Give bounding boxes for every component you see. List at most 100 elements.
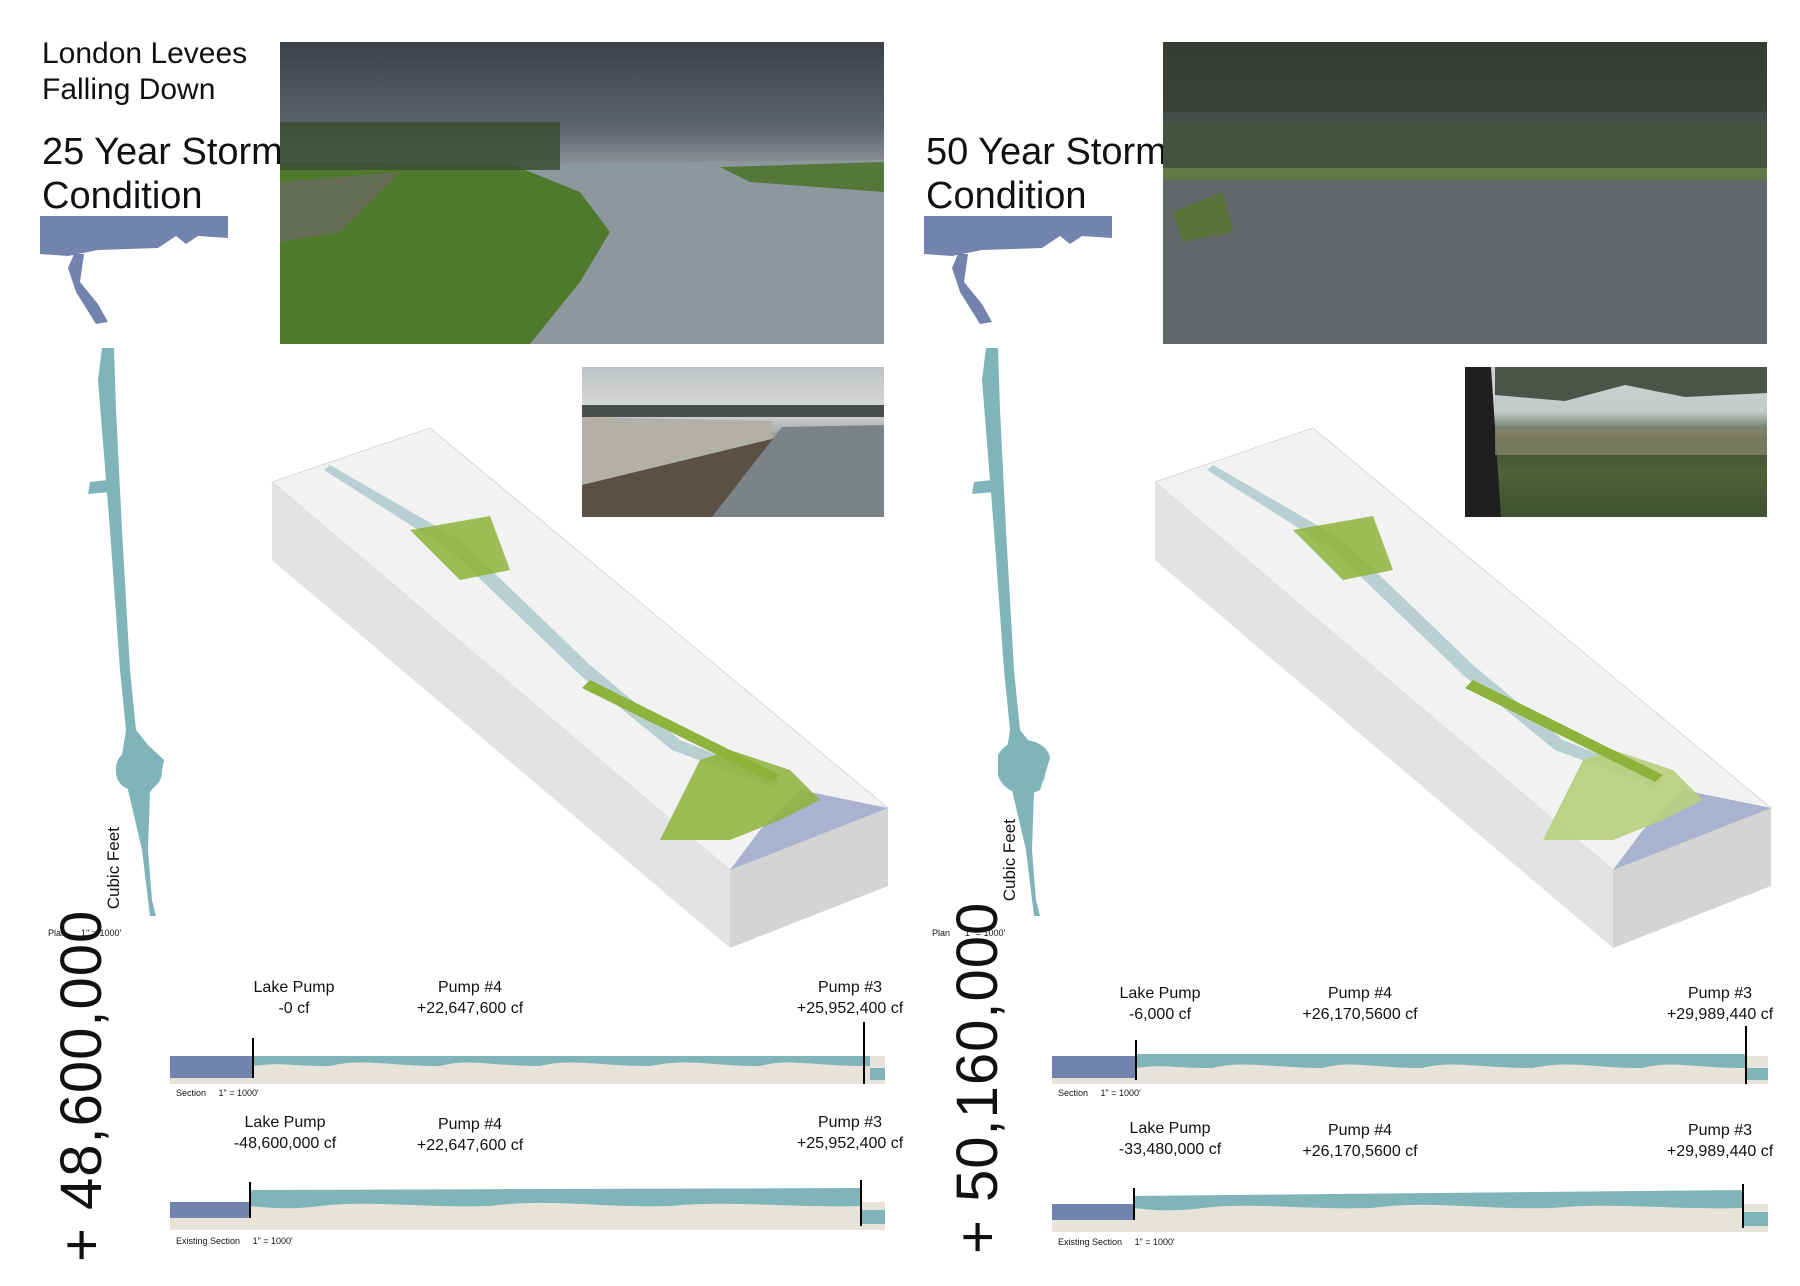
left-plan-label: Plan: [48, 928, 67, 938]
left-existing-photo: [582, 367, 884, 517]
right-existing-photo: [1465, 367, 1767, 517]
left-map-lake: [730, 790, 888, 870]
left-section-caption-text: Section: [176, 1088, 207, 1098]
left-isometric-map: [271, 427, 889, 948]
left-existing-pump4: Pump #4 +22,647,600 cf: [385, 1114, 555, 1156]
left-existing-pump4-value: +22,647,600 cf: [416, 1137, 524, 1154]
left-existing-pump4-label: Pump #4: [437, 1116, 503, 1133]
left-section-pump3-label: Pump #3: [817, 979, 883, 996]
project-title: London Levees Falling Down: [42, 36, 247, 108]
right-existing-lake-pump: Lake Pump -33,480,000 cf: [1080, 1118, 1260, 1160]
left-volume-value: + 48,600,000: [49, 909, 114, 1262]
left-existing-lake-pump: Lake Pump -48,600,000 cf: [200, 1112, 370, 1154]
right-existing-scale: 1" = 1000': [1134, 1237, 1175, 1247]
left-section-pump3: Pump #3 +25,952,400 cf: [770, 977, 930, 1019]
left-section-lake-pump: Lake Pump -0 cf: [224, 977, 364, 1019]
left-map-front-face: [272, 482, 730, 948]
right-section-outfall: [1746, 1068, 1768, 1080]
left-existing-pump3-label: Pump #3: [817, 1114, 883, 1131]
right-section-pump4-value: +26,170,5600 cf: [1302, 1006, 1418, 1023]
left-section-canal: [253, 1056, 870, 1066]
left-plan-scale: 1" = 1000': [81, 928, 122, 938]
right-volume-unit: Cubic Feet: [1000, 819, 1019, 902]
right-plan-pond: [998, 740, 1050, 795]
left-heading-line2: Condition: [42, 175, 203, 217]
right-existing-lake-pump-label: Lake Pump: [1129, 1120, 1211, 1137]
left-section-caption: Section 1" = 1000': [176, 1088, 259, 1098]
left-plan-drawing: [40, 216, 228, 916]
right-isometric-map: [1154, 427, 1772, 948]
left-photo-trees: [280, 122, 560, 170]
left-plan-inlet: [88, 480, 110, 494]
right-section-scale: 1" = 1000': [1100, 1088, 1141, 1098]
right-section-diagram: [1052, 1026, 1768, 1084]
left-existing-scale: 1" = 1000': [252, 1236, 293, 1246]
right-section-lake: [1052, 1056, 1136, 1078]
left-existing-pump3: Pump #3 +25,952,400 cf: [770, 1112, 930, 1154]
right-section-lake-pump-value: -6,000 cf: [1128, 1006, 1192, 1023]
left-photo-canal-water: [712, 425, 884, 517]
left-existing-outfall: [862, 1210, 885, 1224]
left-storm-photo-scene: [280, 122, 884, 344]
right-volume-value: + 50,160,000: [945, 901, 1010, 1254]
left-map-canal: [324, 465, 780, 788]
left-volume-total: + 48,600,000 Cubic Feet: [48, 827, 123, 1262]
left-map-side-face: [730, 808, 888, 948]
right-storm-photo: [1163, 42, 1767, 344]
left-existing-caption-text: Existing Section: [176, 1236, 241, 1246]
left-photo-floodwall: [582, 417, 772, 485]
right-photo-marsh: [1173, 192, 1233, 242]
left-volume-unit: Cubic Feet: [104, 827, 123, 910]
right-plan-label: Plan: [932, 928, 951, 938]
left-map-green-shore: [660, 750, 820, 840]
right-photo-tree-line: [1163, 122, 1767, 172]
left-photo-water: [510, 160, 884, 344]
right-plan-upper-channel: [952, 254, 992, 324]
right-existing-lake-pump-value: -33,480,000 cf: [1118, 1141, 1222, 1158]
right-map-green-shore: [1543, 750, 1703, 840]
right-section-pump3: Pump #3 +29,989,440 cf: [1650, 983, 1790, 1025]
right-existing-canal: [1134, 1190, 1744, 1211]
right-existing-pump4-value: +26,170,5600 cf: [1302, 1143, 1418, 1160]
left-existing-lake-pump-label: Lake Pump: [244, 1114, 326, 1131]
right-map-green-strip: [1465, 680, 1663, 782]
right-section-canal: [1136, 1054, 1746, 1068]
left-photo-bank: [582, 433, 782, 517]
right-section-caption: Section 1" = 1000': [1058, 1088, 1141, 1098]
left-existing-caption: Existing Section 1" = 1000': [176, 1236, 293, 1246]
right-section-pump3-value: +29,989,440 cf: [1666, 1006, 1774, 1023]
left-existing-lake: [170, 1202, 250, 1218]
right-existing-pump4-label: Pump #4: [1327, 1122, 1393, 1139]
right-map-front-face: [1155, 482, 1613, 948]
right-plan-inlet: [972, 480, 994, 494]
right-existing-caption: Existing Section 1" = 1000': [1058, 1237, 1175, 1247]
left-map-green-strip: [582, 680, 780, 782]
left-map-green-corridor: [410, 516, 510, 580]
left-heading-line1: 25 Year Storm: [42, 131, 283, 173]
right-map-lake: [1613, 790, 1771, 870]
left-heading: 25 Year Storm Condition: [42, 130, 283, 218]
left-section-pump3-value: +25,952,400 cf: [796, 1000, 904, 1017]
right-map-canal: [1207, 465, 1663, 788]
left-photo-path: [280, 172, 400, 242]
right-map-green-corridor: [1293, 516, 1393, 580]
left-existing-pump3-value: +25,952,400 cf: [796, 1135, 904, 1152]
left-photo-tree-line: [582, 405, 884, 417]
right-photo-tree-canopy: [1163, 42, 1767, 112]
left-section-diagram: [170, 1022, 885, 1084]
right-existing-pump3-value: +29,989,440 cf: [1666, 1143, 1774, 1160]
right-photo-floodwater: [1163, 180, 1767, 344]
right-heading: 50 Year Storm Condition: [926, 130, 1167, 218]
right-plan-lake: [924, 216, 1112, 256]
right-map-side-face: [1613, 808, 1771, 948]
right-existing-outfall: [1744, 1212, 1768, 1226]
right-plan-caption: Plan 1" = 1000': [932, 928, 1005, 938]
right-volume-total: + 50,160,000 Cubic Feet: [944, 819, 1019, 1254]
right-section-lake-pump: Lake Pump -6,000 cf: [1090, 983, 1230, 1025]
right-section-lake-pump-label: Lake Pump: [1119, 985, 1201, 1002]
right-section-pump4: Pump #4 +26,170,5600 cf: [1270, 983, 1450, 1025]
right-plan-drawing: [924, 216, 1112, 916]
project-title-line1: London Levees: [42, 37, 248, 70]
right-photo-canopy: [1495, 367, 1767, 401]
left-section-scale: 1" = 1000': [218, 1088, 259, 1098]
